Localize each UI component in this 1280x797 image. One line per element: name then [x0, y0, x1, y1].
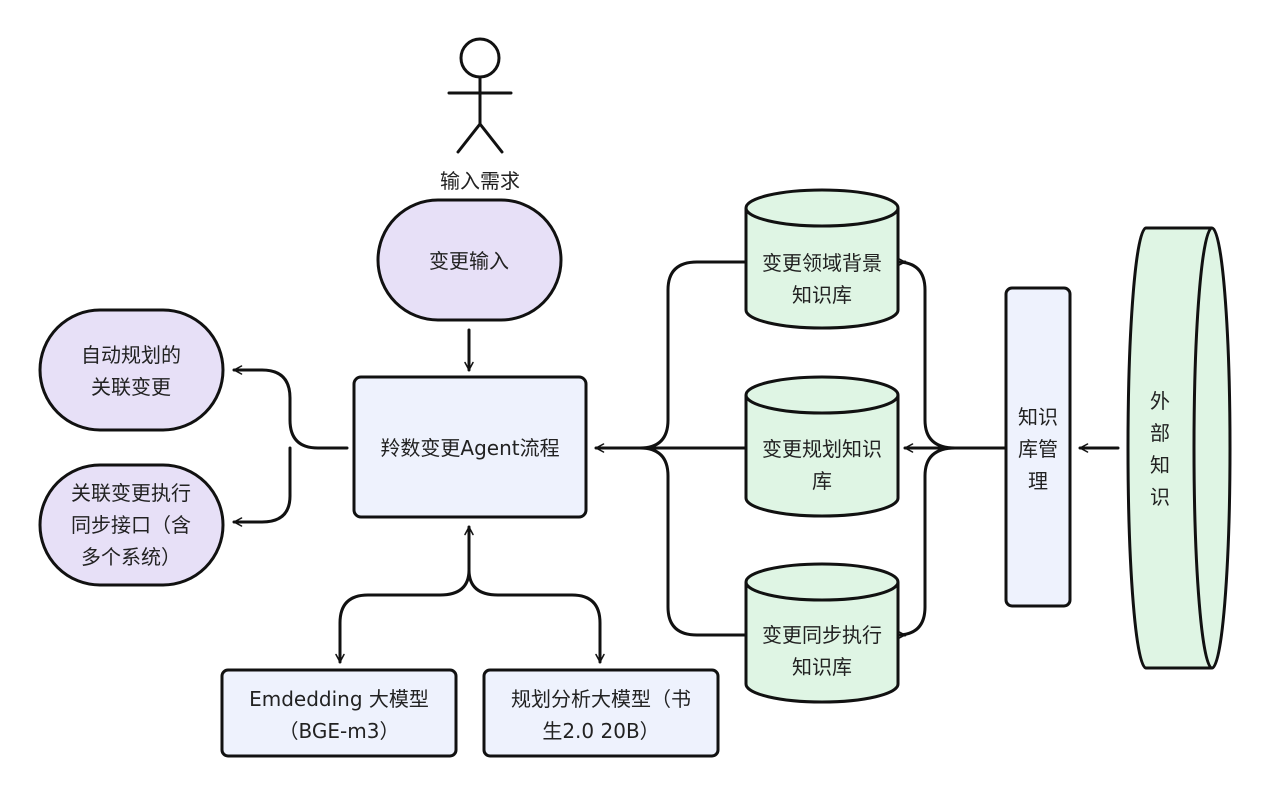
exec-sync-text: 关联变更执行 同步接口（含 多个系统）	[71, 481, 191, 569]
external-knowledge-cylinder	[1126, 226, 1232, 670]
user-actor-icon	[447, 37, 513, 154]
auto-plan-node	[38, 308, 225, 432]
svg-text:知识库: 知识库	[792, 283, 852, 307]
svg-text:部: 部	[1150, 421, 1170, 445]
change-input-node	[376, 198, 563, 322]
kb-domain-cylinder	[744, 188, 900, 330]
exec-sync-node	[38, 463, 225, 587]
kb-plan-text: 变更规划知识 库	[762, 437, 882, 493]
line-kb-domain-to-agent	[638, 260, 747, 450]
svg-text:Emdedding 大模型: Emdedding 大模型	[249, 687, 429, 711]
svg-text:知识: 知识	[1018, 405, 1058, 429]
svg-text:变更同步执行: 变更同步执行	[762, 623, 882, 647]
arrow-agent-to-auto-plan	[232, 365, 349, 450]
kb-plan-cylinder	[744, 375, 900, 518]
agent-flow-text: 羚数变更Agent流程	[380, 436, 559, 460]
svg-text:羚数变更Agent流程: 羚数变更Agent流程	[380, 436, 559, 460]
line-kb-sync-to-agent	[638, 446, 747, 637]
svg-text:库: 库	[812, 469, 832, 493]
svg-text:生2.0 20B）: 生2.0 20B）	[542, 719, 659, 743]
svg-text:自动规划的: 自动规划的	[81, 343, 181, 367]
kb-manage-node	[1004, 286, 1072, 608]
connectors	[232, 257, 1120, 664]
embedding-model-text: Emdedding 大模型 （BGE-m3）	[249, 687, 429, 743]
svg-text:关联变更: 关联变更	[91, 375, 171, 399]
svg-text:库管: 库管	[1018, 437, 1058, 461]
auto-plan-text: 自动规划的 关联变更	[81, 343, 181, 399]
kb-sync-text: 变更同步执行 知识库	[762, 623, 882, 679]
svg-text:理: 理	[1028, 469, 1048, 493]
agent-flow-node	[352, 375, 588, 519]
svg-text:识: 识	[1150, 485, 1170, 509]
embedding-model-node	[220, 668, 458, 758]
arrow-manage-to-kb-domain	[895, 257, 1007, 450]
arrow-to-embedding-model	[335, 568, 471, 664]
actor-label: 输入需求	[440, 169, 520, 193]
svg-text:知: 知	[1150, 453, 1170, 477]
svg-text:关联变更执行: 关联变更执行	[71, 481, 191, 505]
svg-text:知识库: 知识库	[792, 655, 852, 679]
arrow-agent-to-exec-sync	[232, 446, 292, 527]
change-input-text: 变更输入	[429, 249, 509, 273]
svg-text:规划分析大模型（书: 规划分析大模型（书	[511, 687, 691, 711]
svg-text:外: 外	[1150, 389, 1170, 413]
planning-model-text: 规划分析大模型（书 生2.0 20B）	[511, 687, 691, 743]
svg-text:变更规划知识: 变更规划知识	[762, 437, 882, 461]
kb-domain-text: 变更领域背景 知识库	[762, 251, 882, 307]
arrow-manage-to-kb-sync	[895, 446, 957, 640]
arrow-to-planning-model	[467, 568, 605, 664]
kb-manage-text: 知识 库管 理	[1018, 405, 1058, 493]
svg-text:同步接口（含: 同步接口（含	[71, 513, 191, 537]
svg-text:变更输入: 变更输入	[429, 249, 509, 273]
svg-text:变更领域背景: 变更领域背景	[762, 251, 882, 275]
planning-model-node	[482, 668, 720, 758]
svg-text:（BGE-m3）: （BGE-m3）	[279, 719, 400, 743]
kb-sync-cylinder	[744, 562, 900, 704]
external-knowledge-text: 外 部 知 识	[1150, 389, 1170, 509]
svg-text:多个系统）: 多个系统）	[81, 545, 181, 569]
